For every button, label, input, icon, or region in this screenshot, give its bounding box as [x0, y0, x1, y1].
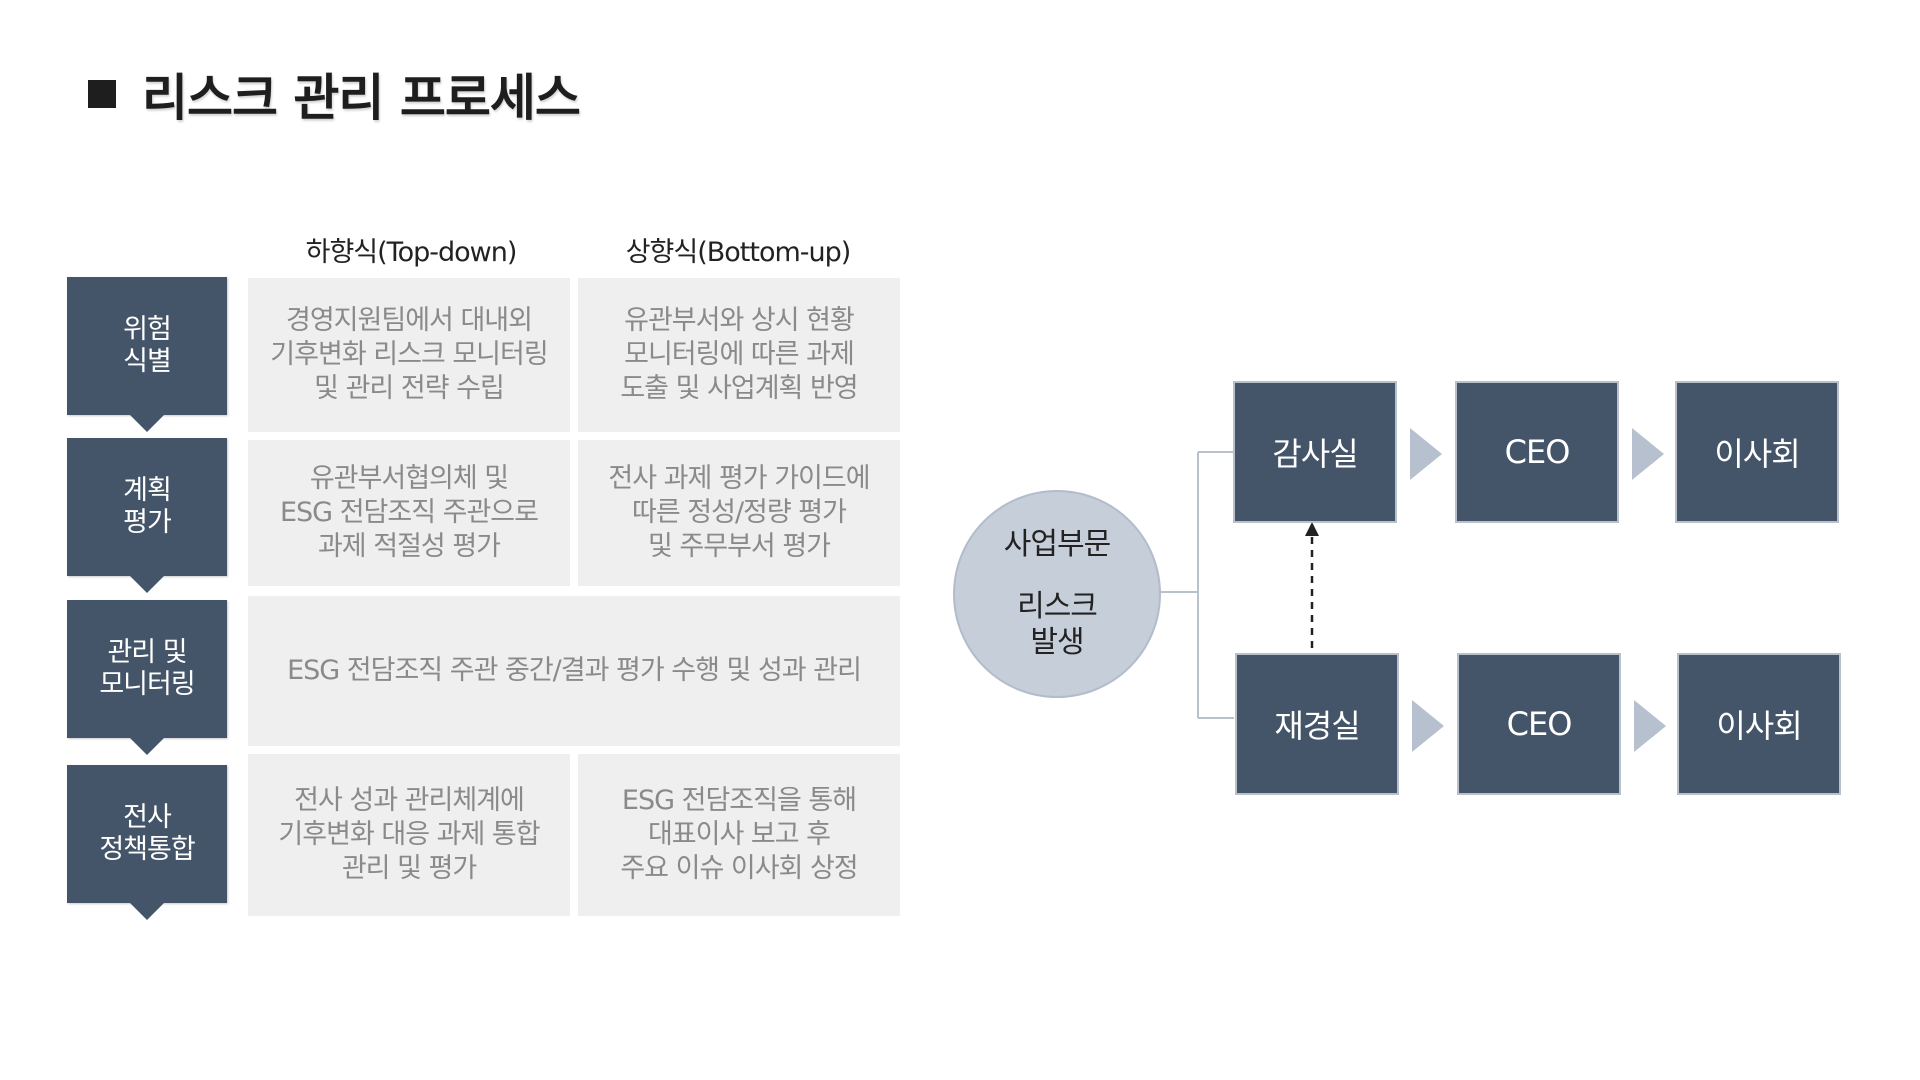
dashed-arrow-head-icon	[1305, 522, 1319, 536]
risk-source-line2: 리스크 발생	[1017, 589, 1098, 660]
flow-lower-middle: CEO	[1457, 653, 1621, 795]
flow-upper-end: 이사회	[1675, 381, 1839, 523]
flow-upper-start: 감사실	[1233, 381, 1397, 523]
page-title-text: 리스크 관리 프로세스	[142, 69, 581, 127]
risk-source-line1: 사업부문	[1003, 527, 1111, 562]
cell-evaluation-top-down: 유관부서협의체 및 ESG 전담조직 주관으로 과제 적절성 평가	[248, 440, 570, 586]
flow-arrow-icon	[1634, 700, 1666, 752]
cell-identification-bottom-up: 유관부서와 상시 현황 모니터링에 따른 과제 도출 및 사업계획 반영	[578, 278, 900, 432]
cell-monitoring-merged: ESG 전담조직 주관 중간/결과 평가 수행 및 성과 관리	[248, 596, 900, 746]
column-header-bottom-up: 상향식(Bottom-up)	[625, 237, 852, 268]
flow-lower-start: 재경실	[1235, 653, 1399, 795]
stage-management-monitoring: 관리 및 모니터링	[67, 600, 227, 738]
flow-arrow-icon	[1412, 700, 1444, 752]
flow-arrow-icon	[1632, 428, 1664, 480]
page-title: 리스크 관리 프로세스	[88, 58, 581, 130]
stage-risk-identification: 위험 식별	[67, 277, 227, 415]
stage-policy-integration: 전사 정책통합	[67, 765, 227, 903]
flow-lower-end: 이사회	[1677, 653, 1841, 795]
risk-source-circle: 사업부문 리스크 발생	[953, 490, 1161, 698]
cell-integration-top-down: 전사 성과 관리체계에 기후변화 대응 과제 통합 관리 및 평가	[248, 754, 570, 916]
flow-arrow-icon	[1410, 428, 1442, 480]
flow-upper-middle: CEO	[1455, 381, 1619, 523]
cell-evaluation-bottom-up: 전사 과제 평가 가이드에 따른 정성/정량 평가 및 주무부서 평가	[578, 440, 900, 586]
stage-plan-evaluation: 계획 평가	[67, 438, 227, 576]
square-bullet-icon	[88, 80, 116, 108]
cell-integration-bottom-up: ESG 전담조직을 통해 대표이사 보고 후 주요 이슈 이사회 상정	[578, 754, 900, 916]
cell-identification-top-down: 경영지원팀에서 대내외 기후변화 리스크 모니터링 및 관리 전략 수립	[248, 278, 570, 432]
column-header-top-down: 하향식(Top-down)	[305, 237, 518, 268]
